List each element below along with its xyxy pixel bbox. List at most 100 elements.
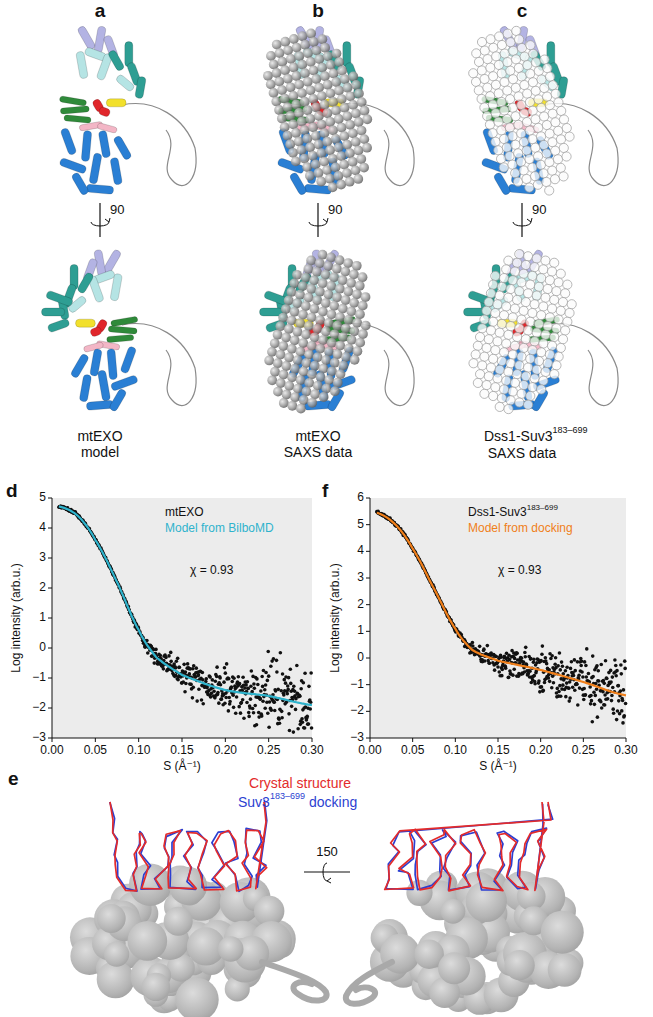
saxs-bead xyxy=(333,349,343,359)
saxs-bead xyxy=(511,169,520,178)
saxs-bead xyxy=(335,284,345,294)
data-point xyxy=(227,677,231,681)
saxs-bead xyxy=(543,359,552,368)
data-point xyxy=(247,711,251,715)
data-point xyxy=(613,658,617,662)
saxs-bead xyxy=(528,163,537,172)
saxs-bead xyxy=(510,341,519,350)
data-point xyxy=(554,656,558,660)
saxs-bead xyxy=(293,327,303,337)
saxs-bead xyxy=(296,375,306,385)
saxs-bead xyxy=(309,37,319,47)
saxs-bead xyxy=(511,112,520,121)
helix-cylinder xyxy=(90,326,103,337)
data-point xyxy=(597,679,601,683)
saxs-bead xyxy=(502,339,511,348)
saxs-bead xyxy=(326,88,336,98)
saxs-bead xyxy=(298,281,308,291)
saxs-bead xyxy=(294,137,304,147)
data-point xyxy=(538,690,542,694)
helix-cylinder xyxy=(42,308,65,316)
saxs-bead xyxy=(301,273,311,283)
data-point xyxy=(487,661,491,665)
saxs-bead xyxy=(537,311,546,320)
helix-cylinder xyxy=(60,106,89,114)
saxs-bead xyxy=(483,83,492,92)
saxs-bead xyxy=(551,89,560,98)
data-point xyxy=(602,703,606,707)
saxs-bead xyxy=(497,126,506,135)
saxs-bead xyxy=(495,328,504,337)
saxs-bead xyxy=(491,80,500,89)
saxs-bead xyxy=(550,295,559,304)
data-point xyxy=(550,686,554,690)
saxs-bead xyxy=(348,157,358,167)
saxs-bead xyxy=(499,134,508,143)
data-point xyxy=(284,681,288,685)
saxs-bead xyxy=(502,114,511,123)
saxs-bead xyxy=(482,343,491,352)
saxs-bead xyxy=(500,106,509,115)
helix-cylinder xyxy=(45,290,73,307)
saxs-bead xyxy=(279,398,289,408)
data-point xyxy=(289,682,293,686)
saxs-bead xyxy=(533,152,542,161)
data-point xyxy=(195,699,199,703)
saxs-bead xyxy=(346,278,356,288)
saxs-bead xyxy=(528,135,537,144)
saxs-bead xyxy=(318,335,328,345)
saxs-bead xyxy=(517,352,526,361)
saxs-bead xyxy=(280,65,290,75)
data-point xyxy=(617,699,621,703)
saxs-bead xyxy=(561,326,570,335)
data-point xyxy=(279,651,283,655)
saxs-bead xyxy=(330,358,340,368)
saxs-bead xyxy=(526,354,535,363)
saxs-bead xyxy=(489,280,498,289)
saxs-bead xyxy=(350,355,360,365)
saxs-bead xyxy=(345,91,355,101)
saxs-bead xyxy=(517,129,526,138)
saxs-bead xyxy=(326,253,336,263)
saxs-bead xyxy=(337,66,347,76)
data-point xyxy=(611,707,615,711)
saxs-bead xyxy=(322,137,332,147)
data-point xyxy=(219,698,223,702)
data-point xyxy=(488,661,492,665)
saxs-bead xyxy=(333,378,343,388)
saxs-bead xyxy=(299,395,309,405)
saxs-bead xyxy=(283,131,293,141)
saxs-bead xyxy=(357,126,367,136)
data-point xyxy=(269,664,273,668)
data-point xyxy=(623,659,627,663)
helix-cylinder xyxy=(106,99,126,107)
saxs-bead xyxy=(539,169,548,178)
saxs-bead xyxy=(550,332,559,341)
data-point xyxy=(486,644,490,648)
data-point xyxy=(570,660,574,664)
saxs-bead xyxy=(297,60,307,70)
data-point xyxy=(520,656,524,660)
rotation-arrow xyxy=(91,222,109,226)
saxs-bead xyxy=(275,321,285,331)
data-point xyxy=(272,700,276,704)
saxs-bead xyxy=(510,304,519,313)
saxs-bead xyxy=(291,128,301,138)
data-point xyxy=(573,688,577,692)
data-point xyxy=(264,683,268,687)
saxs-bead xyxy=(541,330,550,339)
saxs-bead xyxy=(342,140,352,150)
saxs-bead xyxy=(292,270,302,280)
saxs-bead xyxy=(550,370,559,379)
saxs-bead xyxy=(291,156,301,166)
saxs-bead xyxy=(495,291,504,300)
saxs-bead xyxy=(281,304,291,314)
data-point xyxy=(582,698,586,702)
data-point xyxy=(256,683,260,687)
saxs-bead xyxy=(559,143,568,152)
data-point xyxy=(595,664,599,668)
saxs-bead xyxy=(317,63,327,73)
saxs-bead xyxy=(563,280,572,289)
saxs-bead xyxy=(300,40,310,50)
data-point xyxy=(596,669,600,673)
